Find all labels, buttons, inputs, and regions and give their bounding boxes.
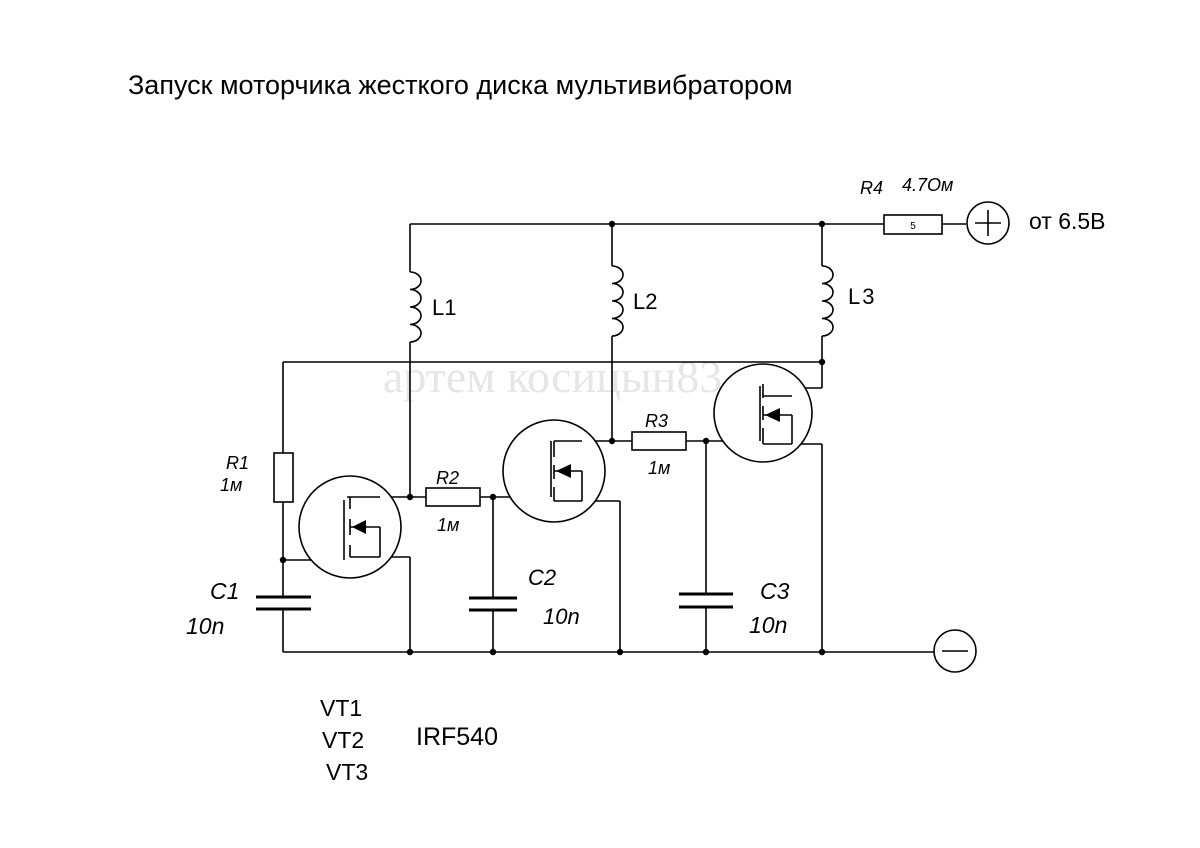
resistor-r2-value: 1м (437, 515, 459, 535)
resistor-r4-body-text: 5 (910, 221, 916, 232)
transistor-part-number: IRF540 (416, 723, 498, 751)
mosfet-vt2 (502, 419, 606, 523)
page-title: Запуск моторчика жесткого диска мультиви… (128, 70, 793, 100)
inductor-l2-label: L2 (633, 289, 657, 314)
negative-terminal (933, 629, 977, 673)
capacitor-c3: C3 10n (679, 578, 790, 638)
resistor-r4-name: R4 (860, 178, 883, 198)
capacitor-c2-name: C2 (528, 565, 556, 590)
positive-terminal: от 6.5В (966, 201, 1106, 245)
inductor-l2: L2 (611, 265, 657, 337)
transistor-name-vt3: VT3 (326, 759, 368, 785)
capacitor-c1: C1 10n (186, 578, 311, 639)
resistor-r3-name: R3 (645, 411, 668, 431)
transistor-name-vt1: VT1 (320, 695, 362, 721)
transistor-name-vt2: VT2 (322, 727, 364, 753)
transistor-legend: VT1 VT2 VT3 IRF540 (320, 695, 498, 785)
inductor-l1-label: L1 (432, 295, 456, 320)
mosfet-vt3 (713, 363, 813, 463)
capacitor-c2-value: 10n (543, 604, 580, 629)
resistor-r4: 5 R4 4.7Ом (860, 175, 953, 235)
capacitor-c1-name: C1 (210, 578, 239, 604)
resistor-r2-name: R2 (436, 468, 459, 488)
watermark: артем косицын83 (383, 351, 722, 402)
mosfet-vt1 (298, 475, 402, 579)
resistor-r3: R3 1м (631, 411, 687, 478)
inductor-l1: L1 (409, 271, 456, 343)
junction-dots (279, 220, 826, 656)
capacitor-c1-value: 10n (186, 613, 224, 639)
resistor-r1: R1 1м (220, 452, 294, 503)
supply-voltage-label: от 6.5В (1029, 208, 1106, 234)
resistor-r3-value: 1м (648, 458, 670, 478)
resistor-r1-name: R1 (226, 453, 249, 473)
inductor-l3-label: L3 (848, 284, 876, 309)
capacitor-c3-name: C3 (760, 578, 790, 604)
resistor-r1-value: 1м (220, 475, 242, 495)
resistor-r2: R2 1м (425, 468, 481, 535)
resistor-r4-value: 4.7Ом (902, 175, 953, 195)
inductor-l3: L3 (821, 265, 876, 337)
capacitor-c3-value: 10n (749, 612, 787, 638)
capacitor-c2: C2 10n (469, 565, 580, 629)
